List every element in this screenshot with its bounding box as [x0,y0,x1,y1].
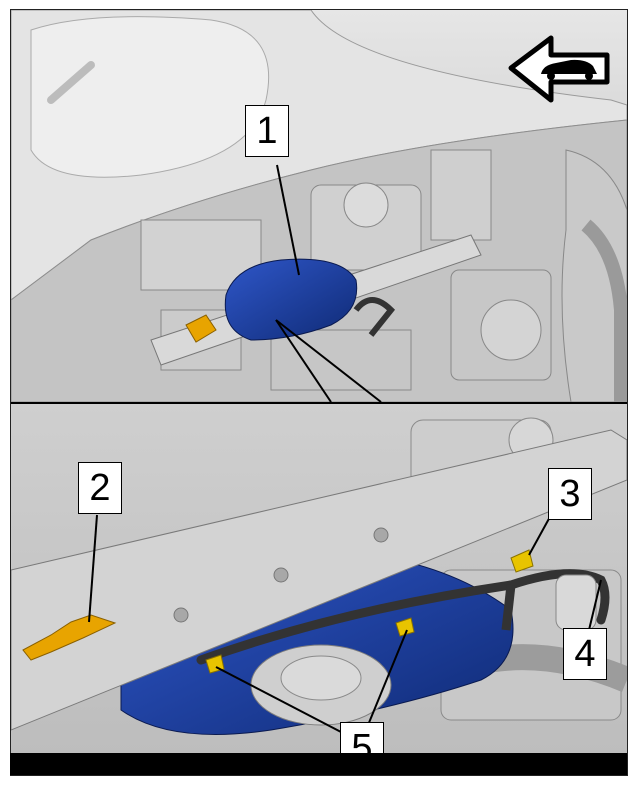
engine-bay-illustration [11,10,627,754]
blue-component-top [224,258,358,341]
callout-3: 3 [548,468,592,520]
connector-3 [510,549,534,573]
callout-2: 2 [78,462,122,514]
callout-1: 1 [245,105,289,157]
illustration-frame [10,9,628,776]
bottom-bar [10,753,627,775]
hose [196,569,610,665]
connector-5a [395,617,415,637]
arrow-left-car-icon [508,35,610,103]
detail-view-panel [11,404,627,754]
bracket [22,614,117,661]
callout-4: 4 [563,628,607,680]
